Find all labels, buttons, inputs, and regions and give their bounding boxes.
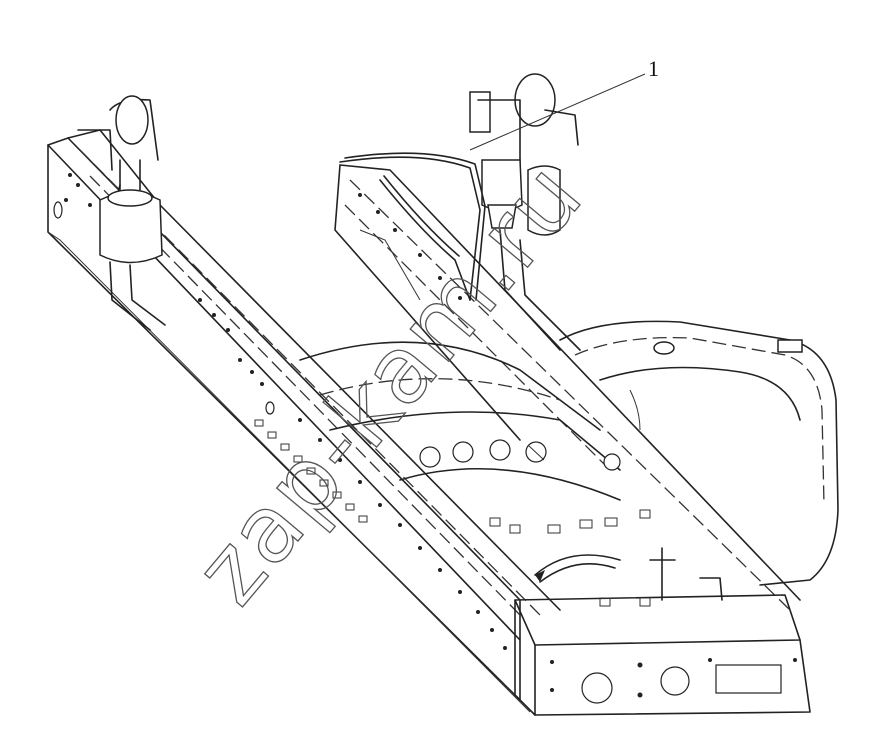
right-filter-unit [339,73,581,351]
cross-member [299,341,621,501]
right-side-member [334,164,801,611]
rear-end-plate [489,509,811,716]
callout-1-label: 1 [648,56,659,81]
fuel-tank [559,320,839,586]
left-filter-unit [77,95,166,331]
callout-1: 1 [469,56,659,151]
watermark: zap-kam.ru [175,142,604,624]
